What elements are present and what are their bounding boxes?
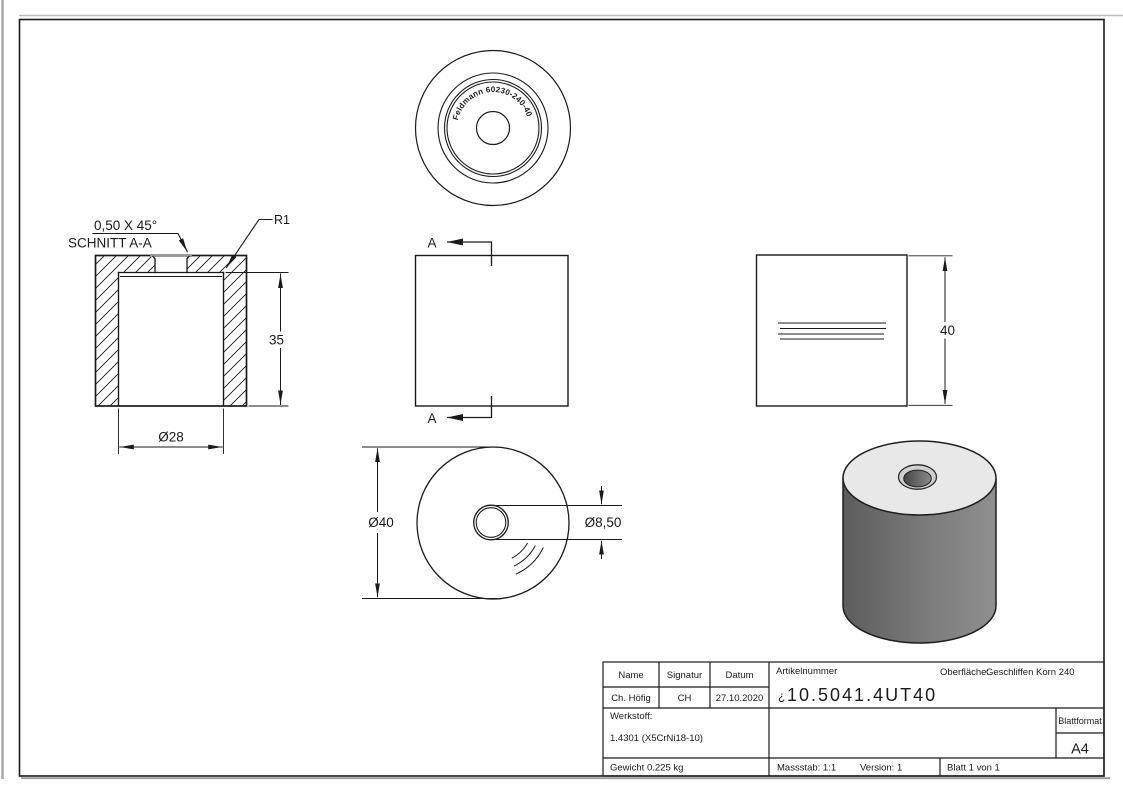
artikelnummer-label: Artikelnummer xyxy=(776,666,837,677)
fillet-note: R1 xyxy=(274,213,290,227)
sheet-border xyxy=(18,18,1105,777)
section-cut-top xyxy=(447,238,493,266)
recess-circle-inner xyxy=(446,81,540,175)
outer-dia-dim: Ø40 xyxy=(368,515,394,530)
hole-dia-dim: Ø8,50 xyxy=(585,515,622,530)
datum-label: Datum xyxy=(726,670,754,681)
oberflaeche-label: Oberfläche: xyxy=(940,667,989,678)
datum-value: 27.10.2020 xyxy=(716,693,764,704)
section-label-bottom: A xyxy=(427,411,436,426)
hole-chamfer-circle xyxy=(473,504,509,541)
artikelnummer-prefix: ¿ xyxy=(778,689,785,703)
signatur-label: Signatur xyxy=(667,670,702,681)
hatch-right-wall xyxy=(223,255,247,406)
outer-circle xyxy=(414,49,572,207)
gewicht-value: Gewicht 0.225 kg xyxy=(610,763,683,774)
hole-bore xyxy=(903,469,932,488)
blattformat-label: Blattformat xyxy=(1058,716,1102,726)
section-label-top: A xyxy=(427,236,436,251)
signatur-value: CH xyxy=(678,693,692,704)
center-hole-circle xyxy=(475,110,511,146)
top-hole-sides xyxy=(152,255,190,274)
title-block: Name Signatur Datum Ch. Höfig CH 27.10.2… xyxy=(602,661,1105,777)
werkstoff-label: Werkstoff: xyxy=(610,711,652,722)
hatch-left-wall xyxy=(95,255,119,406)
surface-finish-lines xyxy=(778,322,886,340)
hatch-top-left xyxy=(118,255,155,273)
height-dim: 40 xyxy=(940,323,955,338)
front-view: A A xyxy=(414,236,569,426)
hole-circle xyxy=(475,507,507,538)
section-cut-bottom xyxy=(447,396,493,421)
hatch-top-right xyxy=(187,255,224,273)
chamfer-note: 0,50 X 45° xyxy=(94,218,157,233)
title-block-grid xyxy=(602,661,1105,777)
version-value: Version: 1 xyxy=(860,763,902,774)
front-outline xyxy=(414,254,569,407)
recess-circle-outer xyxy=(443,78,543,178)
surface-finish-arcs xyxy=(511,542,544,575)
top-view: Feldmann 60230-240-40 xyxy=(414,49,572,207)
bore-dim: Ø28 xyxy=(158,430,184,445)
section-view: 0,50 X 45° SCHNITT A-A R1 35 Ø28 xyxy=(68,213,290,454)
section-title: SCHNITT A-A xyxy=(68,236,152,251)
chamfer-leader xyxy=(92,232,189,253)
fillet-leader xyxy=(225,218,273,269)
chamfer-circle xyxy=(437,72,549,184)
engraving-text: Feldmann 60230-240-40 xyxy=(451,85,534,121)
bottom-view: Ø40 Ø8,50 xyxy=(362,446,622,600)
cylinder-body xyxy=(842,478,997,644)
werkstoff-value: 1.4301 (X5CrNi18-10) xyxy=(610,733,703,744)
blattformat-value: A4 xyxy=(1071,742,1089,758)
depth-dim: 35 xyxy=(269,333,284,348)
iso-view xyxy=(842,440,997,644)
oberflaeche-value: Geschliffen Korn 240 xyxy=(986,667,1075,678)
artikelnummer-value: 10.5041.4UT40 xyxy=(787,685,937,705)
blatt-value: Blatt 1 von 1 xyxy=(947,763,1000,774)
massstab-value: Massstab: 1:1 xyxy=(777,763,836,774)
side-view: 40 xyxy=(755,254,959,407)
name-label: Name xyxy=(618,670,643,681)
side-outline xyxy=(755,254,908,407)
outer-circle xyxy=(416,446,570,600)
name-value: Ch. Höfig xyxy=(611,693,651,704)
